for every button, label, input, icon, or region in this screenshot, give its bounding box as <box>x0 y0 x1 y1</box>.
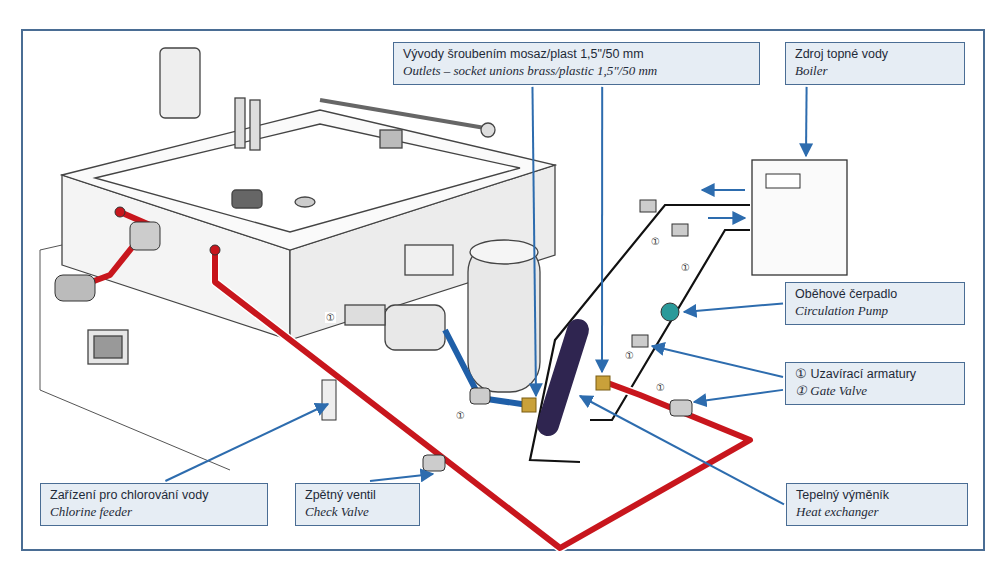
leader-line <box>580 396 784 504</box>
english-label: ① Gate Valve <box>795 383 955 399</box>
leader-line <box>684 303 783 312</box>
callout-number: ① <box>455 410 466 421</box>
english-label: Circulation Pump <box>795 303 955 319</box>
blue-pipe <box>445 330 528 405</box>
english-label: Heat exchanger <box>796 504 958 520</box>
callout-box: Zařízení pro chlorování vodyChlorine fee… <box>40 483 268 526</box>
callout-number: ① <box>655 382 666 393</box>
leader-line <box>601 87 603 372</box>
english-label: Outlets – socket unions brass/plastic 1,… <box>403 63 750 79</box>
callout-number: ① <box>680 262 691 273</box>
leader-line <box>805 87 808 156</box>
callout-box: ① Uzavírací armatury① Gate Valve <box>785 362 965 405</box>
callout-number: ① <box>624 350 635 361</box>
callout-box: Oběhové čerpadloCirculation Pump <box>785 282 965 325</box>
boiler <box>752 160 847 275</box>
czech-label: Zpětný ventil <box>305 488 410 504</box>
callout-number: ① <box>325 312 336 323</box>
callout-number: ① <box>650 236 661 247</box>
english-label: Boiler <box>795 63 955 79</box>
flow-arrows <box>702 190 745 218</box>
leader-line <box>165 404 328 481</box>
callout-box: Tepelný výměníkHeat exchanger <box>786 483 968 526</box>
leader-line <box>694 390 783 402</box>
english-label: Chlorine feeder <box>50 504 258 520</box>
leader-line <box>652 346 783 377</box>
leader-line <box>532 87 536 396</box>
czech-label: Tepelný výměník <box>796 488 958 504</box>
czech-label: Zařízení pro chlorování vody <box>50 488 258 504</box>
leader-line <box>370 474 433 481</box>
frame <box>22 30 984 550</box>
callout-box: Zpětný ventilCheck Valve <box>295 483 420 526</box>
filter <box>345 240 540 392</box>
czech-label: Oběhové čerpadlo <box>795 287 955 303</box>
english-label: Check Valve <box>305 504 410 520</box>
czech-label: Zdroj topné vody <box>795 47 955 63</box>
callout-box: Zdroj topné vodyBoiler <box>785 42 965 85</box>
callout-box: Vývody šroubením mosaz/plast 1,5"/50 mmO… <box>393 42 760 85</box>
fittings <box>55 200 692 471</box>
czech-label: ① Uzavírací armatury <box>795 367 955 383</box>
czech-label: Vývody šroubením mosaz/plast 1,5"/50 mm <box>403 47 750 63</box>
